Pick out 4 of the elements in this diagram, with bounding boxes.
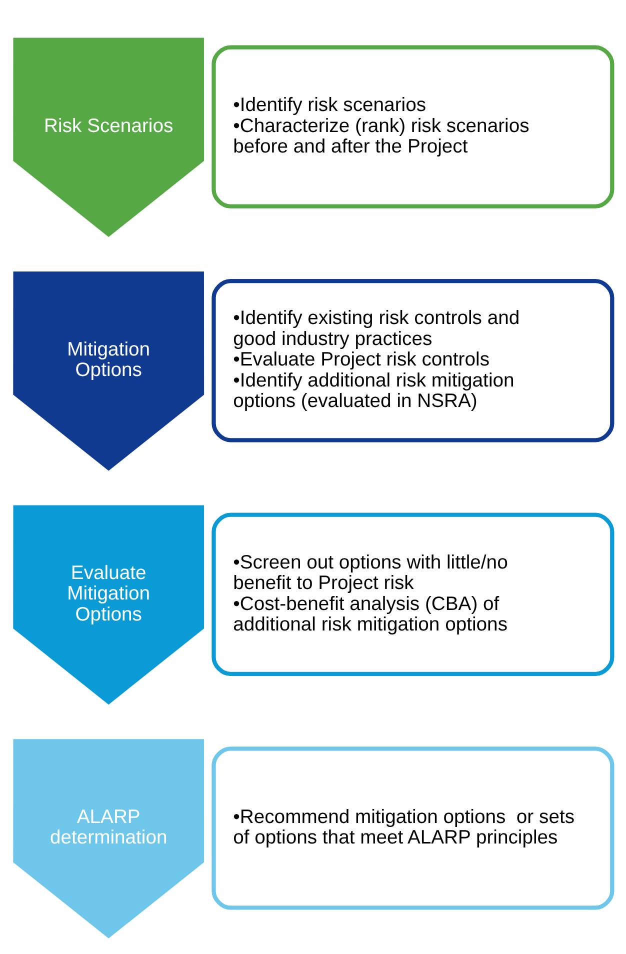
node-box: •Identify risk scenarios •Characterize (rank) risk scenarios before and after the Project [212,44,614,208]
node-box: •Recommend mitigation options or sets of options that meet ALARP principles [212,746,614,910]
node-box: •Identify existing risk controls and good industry practices •Evaluate Project risk controls •Identify additional risk mitigation options (evaluated in NSRA) [212,278,614,442]
node-box: •Screen out options with little/no benefit to Project risk •Cost-benefit analysis (CBA) of additional risk mitigation options [212,512,614,676]
